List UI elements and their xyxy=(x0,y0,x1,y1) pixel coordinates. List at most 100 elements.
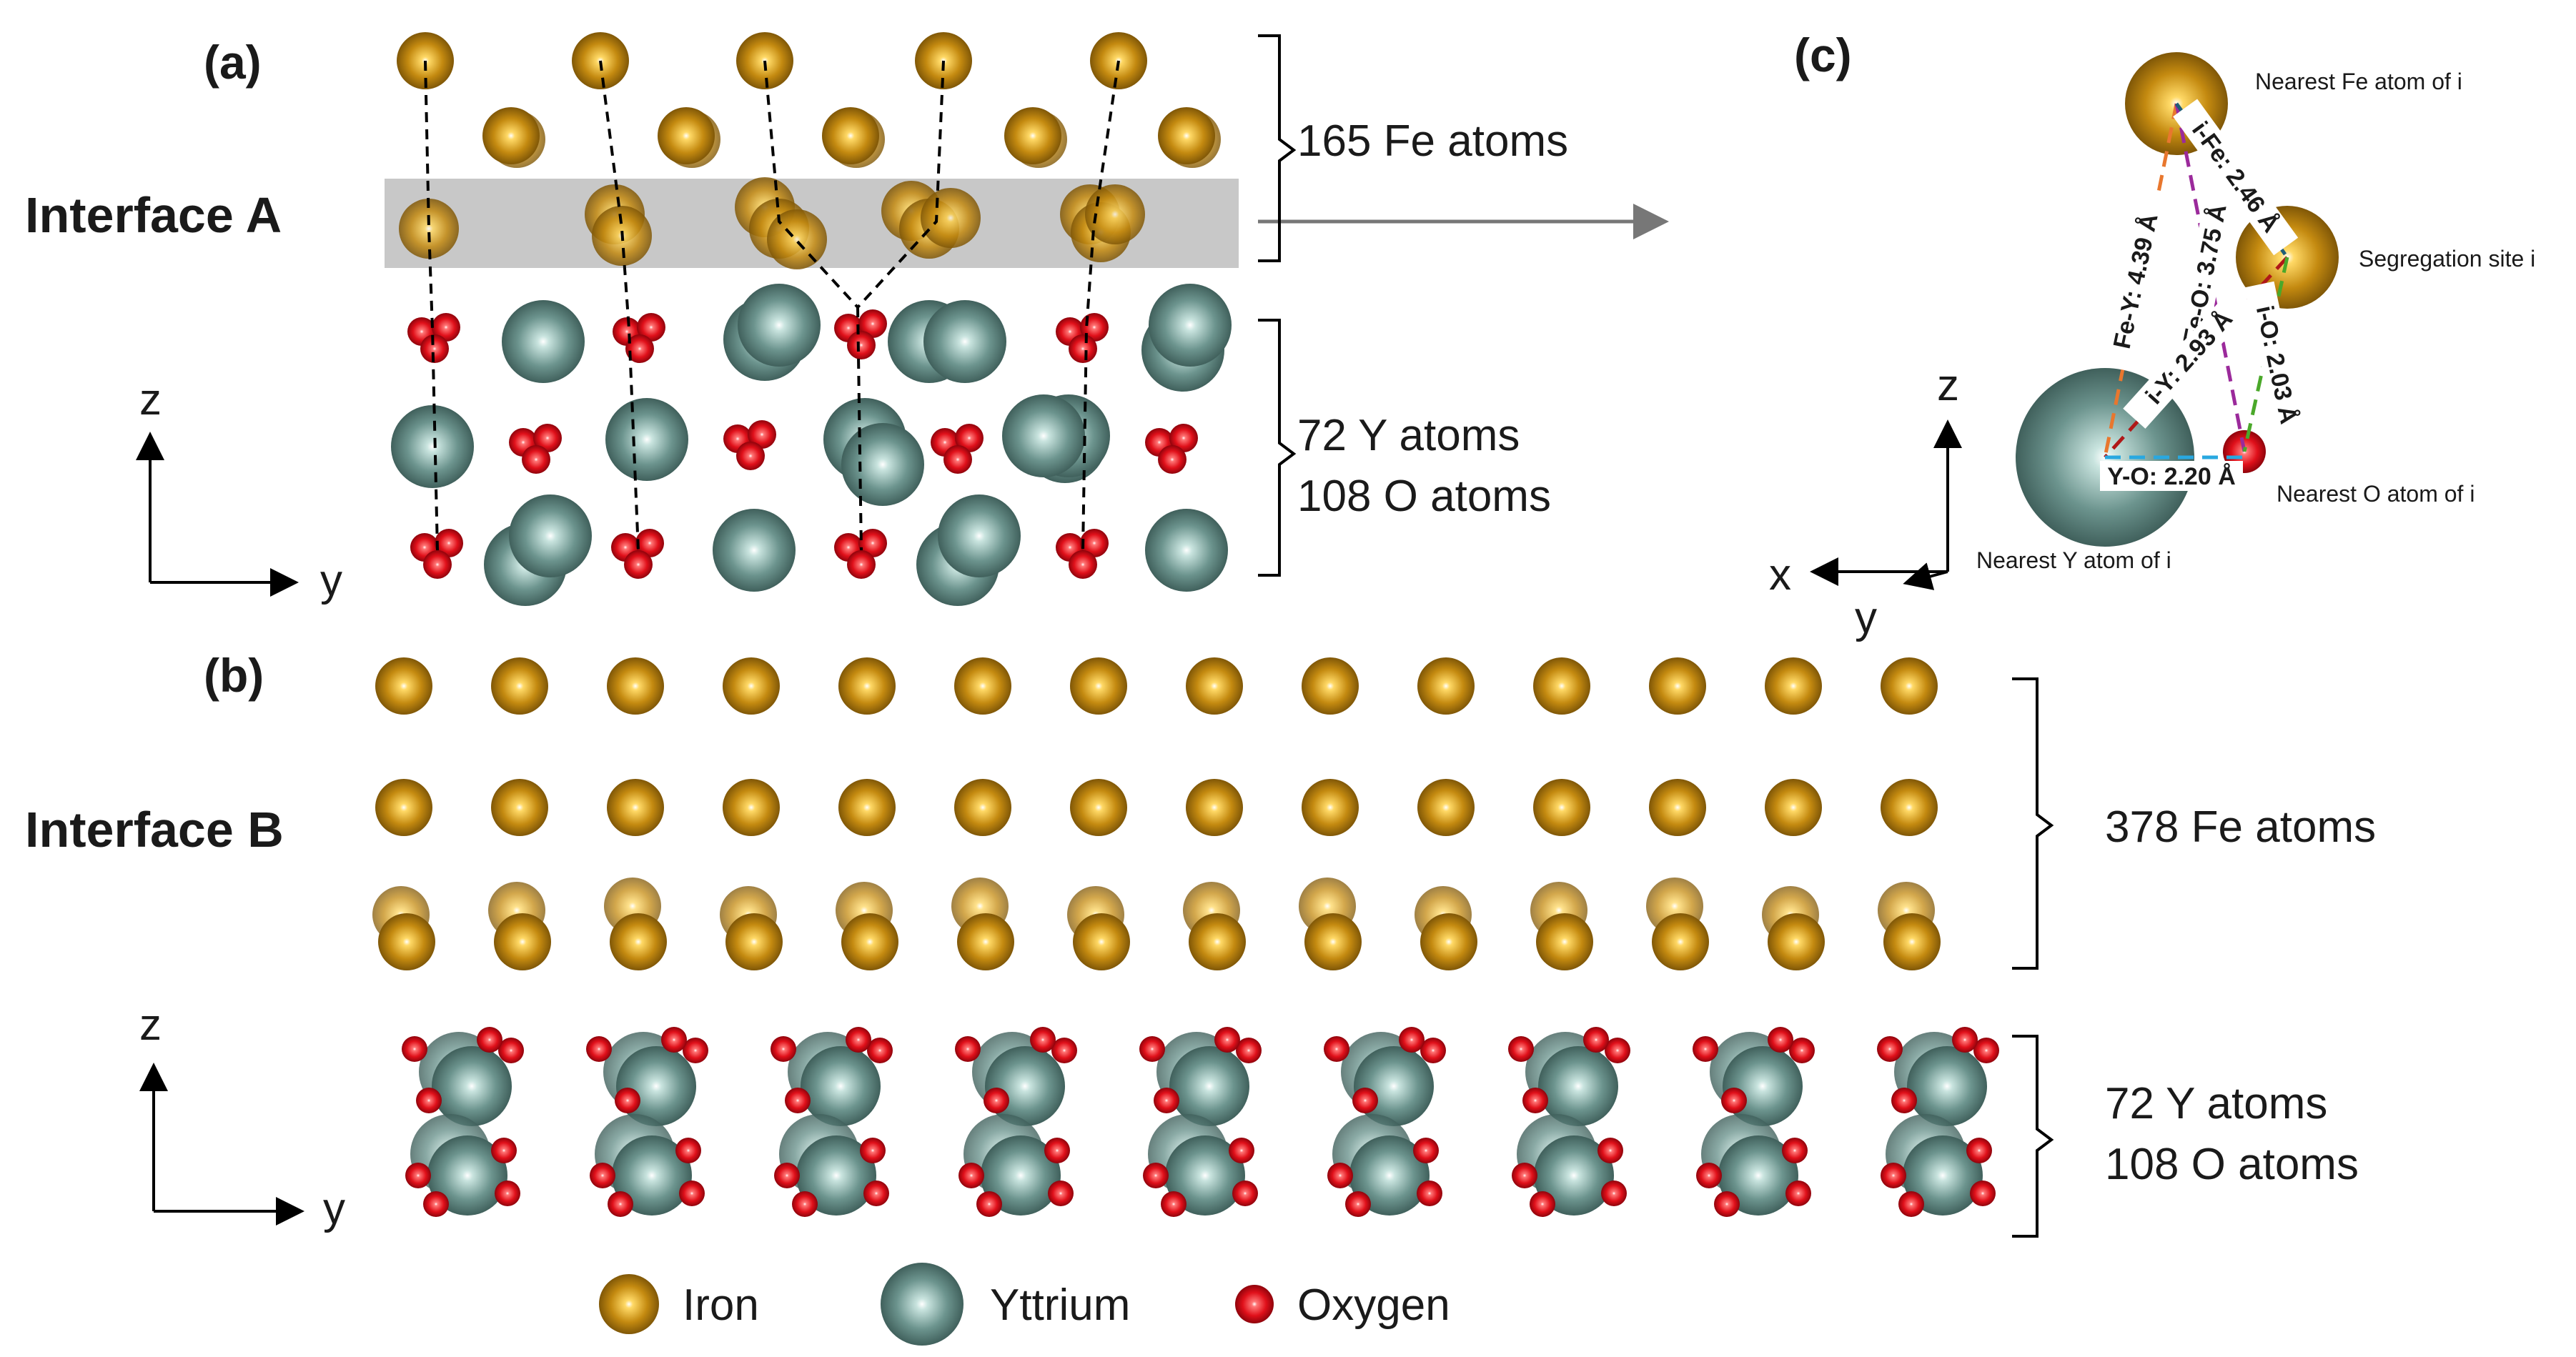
iron-atom xyxy=(658,107,715,164)
yttrium-atom xyxy=(841,423,924,506)
oxygen-atom xyxy=(477,1027,502,1053)
yttrium-atom xyxy=(985,1046,1065,1126)
fe-y-label: Fe-Y: 4.39 Å xyxy=(2109,212,2164,352)
oxygen-atom xyxy=(792,1191,818,1217)
iron-atom xyxy=(1070,779,1127,836)
iron-atom xyxy=(375,657,432,715)
yttrium-atom xyxy=(1165,1135,1245,1216)
oxygen-atom xyxy=(1236,1038,1262,1063)
oxygen-atom xyxy=(847,550,876,579)
oxygen-atom xyxy=(1530,1191,1555,1217)
oxygen-atom xyxy=(1327,1163,1353,1188)
yttrium-atom xyxy=(1354,1046,1434,1126)
iron-atom xyxy=(767,209,827,269)
oxygen-atom xyxy=(1583,1027,1609,1053)
legend-iron-swatch xyxy=(599,1274,659,1334)
iron-atom xyxy=(1070,657,1127,715)
oxygen-atom xyxy=(771,1036,796,1062)
oxygen-atom xyxy=(1605,1038,1630,1063)
oxygen-atom xyxy=(1785,1180,1811,1206)
iron-atom xyxy=(1304,913,1362,970)
oxygen-atom xyxy=(1352,1088,1378,1113)
iron-atom xyxy=(1073,913,1130,970)
oxygen-atom xyxy=(1232,1180,1258,1206)
oxygen-atom xyxy=(1069,550,1097,579)
oxygen-atom xyxy=(1324,1036,1349,1062)
iron-atom xyxy=(491,657,548,715)
oxygen-atom xyxy=(405,1163,431,1188)
oxygen-atom xyxy=(533,424,562,452)
yttrium-atom xyxy=(1349,1135,1430,1216)
oxygen-atom xyxy=(1030,1027,1056,1053)
oxygen-atom xyxy=(608,1191,633,1217)
yttrium-atom xyxy=(738,284,821,367)
legend: Iron Yttrium Oxygen xyxy=(599,1263,1450,1346)
oxygen-atom xyxy=(675,1138,701,1163)
oxygen-atom xyxy=(1048,1180,1074,1206)
axis-y-c: y xyxy=(1855,593,1877,642)
oxygen-atom xyxy=(1898,1191,1924,1217)
iron-atom xyxy=(838,779,896,836)
oxygen-atom xyxy=(498,1038,524,1063)
iron-atom xyxy=(399,199,459,259)
yttrium-atom xyxy=(938,494,1021,577)
oxygen-atom xyxy=(1143,1163,1169,1188)
oxygen-atom xyxy=(1161,1191,1187,1217)
oxygen-atom xyxy=(1417,1180,1442,1206)
oxygen-atom xyxy=(661,1027,687,1053)
legend-iron-label: Iron xyxy=(683,1281,759,1330)
bond-line xyxy=(856,307,863,551)
iron-atom xyxy=(1302,657,1359,715)
y-count-a: 72 Y atoms xyxy=(1297,411,1520,460)
oxygen-atom xyxy=(976,1191,1002,1217)
oxygen-atom xyxy=(1345,1191,1371,1217)
oxygen-atom xyxy=(683,1038,708,1063)
i-o-label: i-O: 2.03 Å xyxy=(2251,303,2302,426)
oxygen-atom xyxy=(1966,1138,1992,1163)
oxygen-atom xyxy=(1139,1036,1165,1062)
oxygen-atom xyxy=(955,1036,981,1062)
o-count-b: 108 O atoms xyxy=(2105,1140,2359,1189)
axis-x-c: x xyxy=(1769,550,1791,600)
panel-b-atoms xyxy=(372,657,1999,1217)
iron-atom xyxy=(725,913,783,970)
iron-atom xyxy=(1004,107,1061,164)
oxygen-atom xyxy=(1597,1138,1623,1163)
oxygen-atom xyxy=(635,529,664,557)
bond-line xyxy=(763,60,859,309)
nearest-fe-text: Nearest Fe atom of i xyxy=(2255,69,2462,94)
oxygen-atom xyxy=(1069,334,1097,363)
iron-atom xyxy=(378,913,435,970)
iron-atom xyxy=(1186,657,1243,715)
iron-atom xyxy=(1533,779,1590,836)
axis-z-c: z xyxy=(1937,361,1959,410)
iron-atom xyxy=(954,657,1011,715)
yttrium-atom xyxy=(1534,1135,1614,1216)
oxygen-atom xyxy=(491,1138,517,1163)
iron-atom xyxy=(723,779,780,836)
oxygen-atom xyxy=(1877,1036,1903,1062)
y-o-label: Y-O: 2.20 Å xyxy=(2107,463,2236,490)
oxygen-atom xyxy=(846,1027,871,1053)
i-fe-label-bg xyxy=(2173,99,2299,256)
oxygen-atom xyxy=(1420,1038,1446,1063)
oxygen-atom xyxy=(625,334,654,363)
oxygen-atom xyxy=(432,313,460,342)
iron-atom xyxy=(954,779,1011,836)
bond-line xyxy=(1081,60,1120,551)
oxygen-atom xyxy=(435,529,463,557)
iron-atom xyxy=(1302,779,1359,836)
oxygen-atom xyxy=(1693,1036,1718,1062)
axis-z-a: z xyxy=(139,375,162,424)
oxygen-atom xyxy=(1881,1163,1906,1188)
panel-a-atoms xyxy=(391,32,1232,606)
bond-line xyxy=(856,60,945,309)
oxygen-atom xyxy=(679,1180,705,1206)
oxygen-atom xyxy=(955,424,984,452)
brace-yo-b xyxy=(2012,1035,2054,1238)
y-count-b: 72 Y atoms xyxy=(2105,1079,2327,1128)
iron-atom xyxy=(1420,913,1477,970)
oxygen-atom xyxy=(1080,529,1109,557)
oxygen-atom xyxy=(1413,1138,1439,1163)
